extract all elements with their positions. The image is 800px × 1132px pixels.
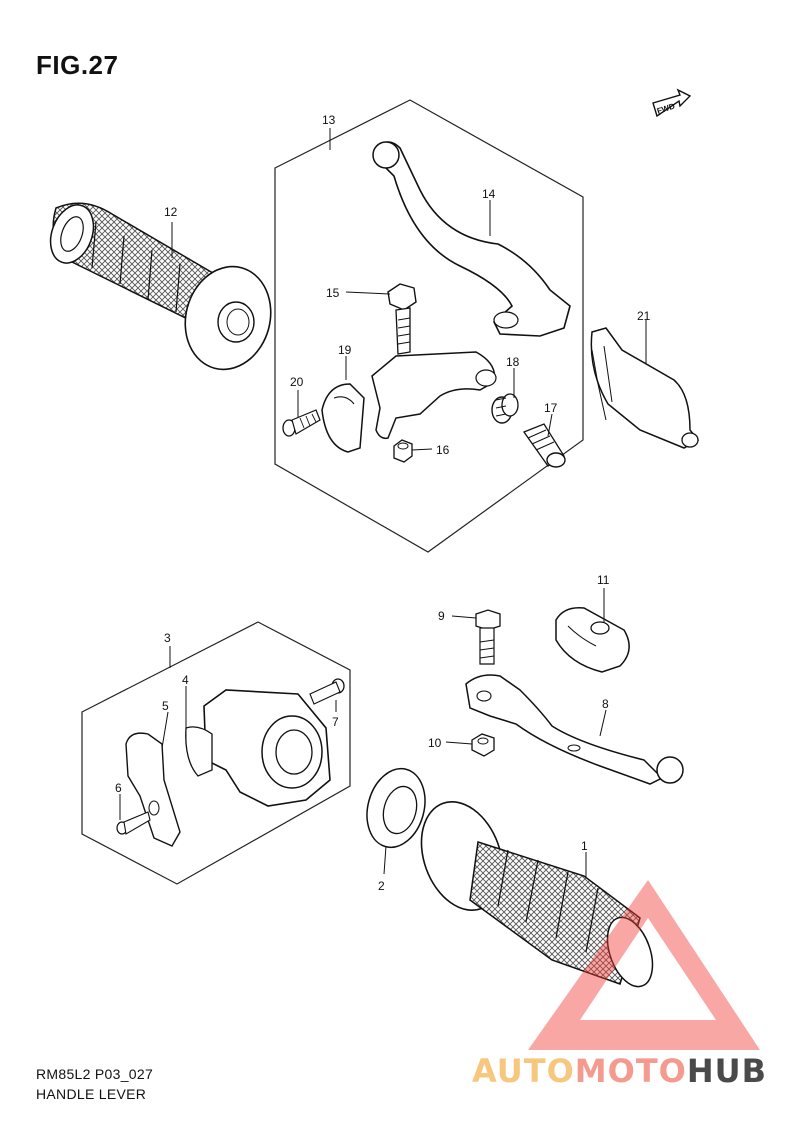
callout-8: 8: [602, 697, 609, 711]
part-18-adjuster-nut: [491, 393, 519, 424]
part-9-bolt: [475, 609, 501, 665]
callout-20: 20: [290, 375, 304, 389]
callout-11: 11: [597, 573, 610, 587]
callout-13: 13: [322, 113, 336, 127]
forward-direction-icon: FWD: [652, 88, 692, 118]
callout-10: 10: [428, 736, 442, 750]
callout-9: 9: [438, 609, 445, 623]
watermark-auto: AUTO: [472, 1052, 575, 1090]
watermark-triangle-logo: [528, 880, 760, 1050]
part-4-throttle-housing: [185, 689, 331, 807]
part-20-screw: [282, 409, 321, 437]
part-17-adjuster-bolt: [522, 423, 566, 468]
callout-21: 21: [637, 309, 651, 323]
callout-3: 3: [164, 631, 171, 645]
part-7-screw: [309, 678, 345, 705]
callout-14: 14: [482, 187, 496, 201]
part-8-brake-lever: [465, 674, 684, 785]
part-1-right-grip: [420, 800, 654, 988]
callout-16: 16: [436, 443, 450, 457]
part-6-screw: [116, 811, 151, 835]
part-15-pivot-bolt: [387, 283, 417, 355]
callout-2: 2: [378, 879, 385, 893]
callout-12: 12: [164, 205, 178, 219]
part-11-lever-holder: [555, 607, 630, 673]
assembly-box-3: [81, 621, 351, 885]
callout-19: 19: [338, 343, 352, 357]
assembly-box-13: [274, 99, 584, 553]
part-14-clutch-lever: [372, 141, 571, 337]
part-10-nut: [471, 733, 495, 757]
watermark-moto: MOTO: [575, 1052, 687, 1090]
figure-title: FIG.27: [36, 50, 119, 80]
part-2-collar: [366, 767, 426, 849]
leader-lines: [119, 128, 647, 878]
callout-5: 5: [162, 699, 169, 713]
callout-4: 4: [182, 673, 189, 687]
automotohub-watermark: AUTOMOTOHUB: [472, 880, 767, 1090]
callout-18: 18: [506, 355, 520, 369]
callout-7: 7: [332, 715, 339, 729]
part-21-cover-boot: [590, 327, 700, 449]
callout-15: 15: [326, 286, 340, 300]
part-12-left-grip: [49, 202, 272, 371]
callout-6: 6: [115, 781, 122, 795]
part-5-cable-guide: [125, 732, 181, 847]
svg-text:AUTOMOTOHUB: AUTOMOTOHUB: [472, 1052, 767, 1090]
callout-labels: 1 2 3 4 5 6 7 8 9 10 11 12 13 14 15 16 1…: [115, 113, 651, 893]
callout-1: 1: [581, 839, 588, 853]
part-lever-holder: [321, 351, 497, 453]
figure-code: RM85L2 P03_027: [36, 1066, 154, 1082]
figure-name: HANDLE LEVER: [36, 1086, 147, 1102]
callout-17: 17: [544, 401, 558, 415]
watermark-hub: HUB: [687, 1052, 767, 1090]
part-16-nut: [393, 439, 413, 463]
